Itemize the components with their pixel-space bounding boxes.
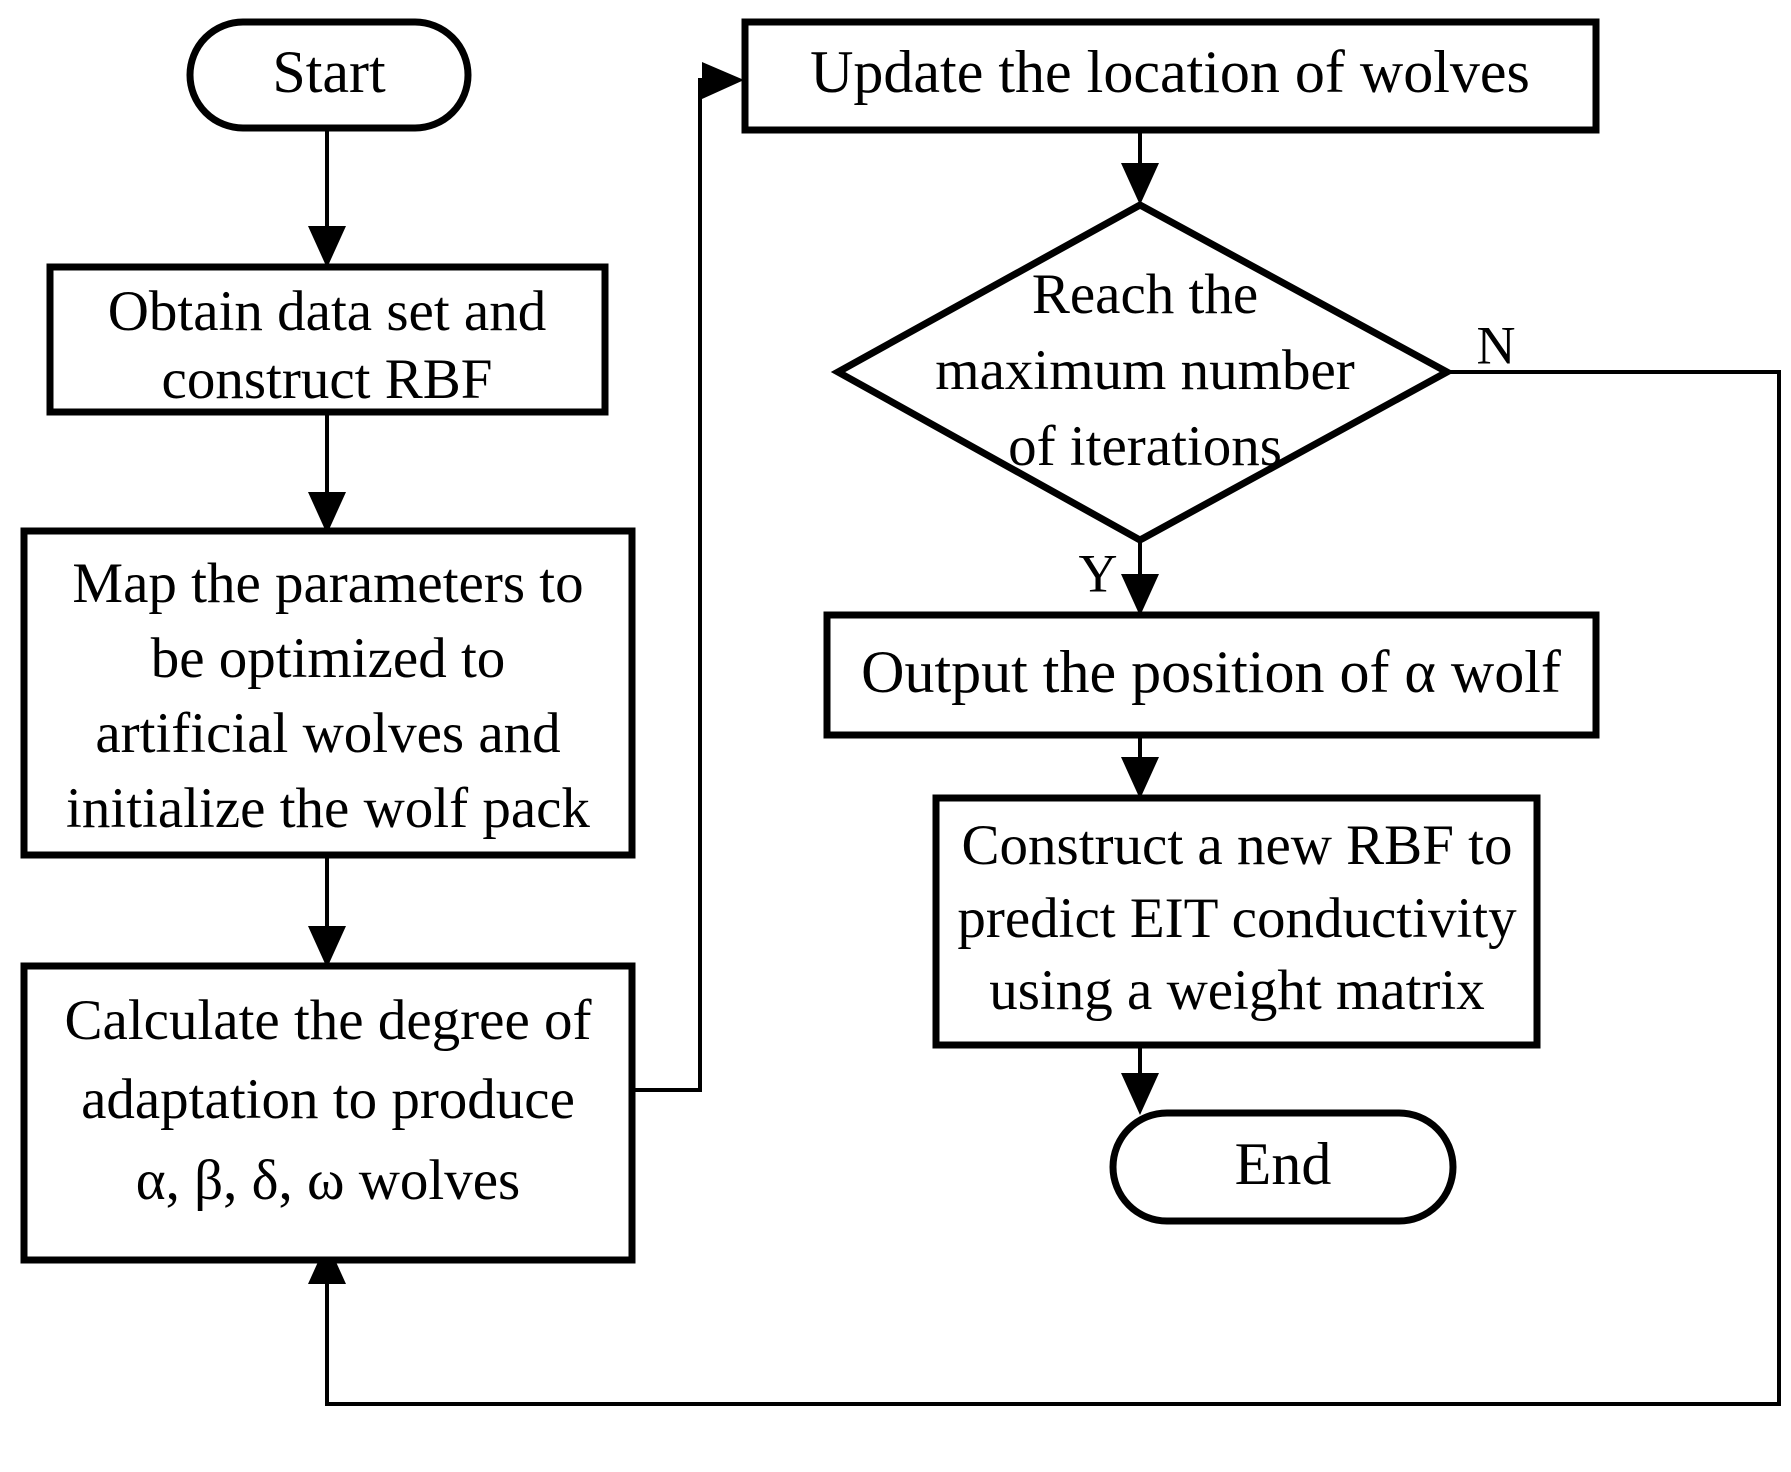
reach-max-iterations-line-3: of iterations [1008, 415, 1282, 478]
construct-new-rbf-line-3: using a weight matrix [989, 959, 1485, 1022]
node-update-location[interactable]: Update the location of wolves [741, 18, 1600, 134]
edge-obtain-to-map [308, 412, 346, 534]
node-reach-max-iterations[interactable]: Reach the maximum number of iterations [830, 201, 1455, 544]
branch-label-yes: Y [1079, 543, 1118, 603]
obtain-dataset-line-1: Obtain data set and [108, 280, 546, 343]
output-alpha-shape [823, 611, 1600, 739]
construct-new-rbf-line-1: Construct a new RBF to [962, 814, 1513, 877]
construct-new-rbf-shape [932, 794, 1541, 1049]
end-shape [1109, 1109, 1457, 1225]
reach-max-iterations-line-1: Reach the [1032, 263, 1258, 326]
edge-update-to-decision [1121, 130, 1159, 205]
edge-map-to-calculate [308, 855, 346, 968]
end-label: End [1235, 1131, 1332, 1197]
node-obtain-dataset[interactable]: Obtain data set and construct RBF [46, 263, 609, 416]
reach-max-iterations-line-2: maximum number [935, 339, 1355, 402]
map-parameters-line-1: Map the parameters to [72, 552, 583, 615]
map-parameters-line-2: be optimized to [151, 627, 506, 690]
node-output-alpha[interactable]: Output the position of α wolf [823, 611, 1600, 739]
edge-construct-to-end [1121, 1045, 1159, 1115]
construct-new-rbf-line-2: predict EIT conductivity [957, 887, 1517, 950]
map-parameters-line-4: initialize the wolf pack [66, 777, 590, 840]
node-end[interactable]: End [1109, 1109, 1457, 1225]
edge-decision-yes-to-output [1121, 540, 1159, 616]
calculate-adaptation-shape [20, 962, 636, 1264]
calculate-adaptation-line-1: Calculate the degree of [65, 989, 592, 1052]
node-start[interactable]: Start [186, 18, 472, 132]
calculate-adaptation-line-2: adaptation to produce [81, 1068, 575, 1131]
node-construct-new-rbf[interactable]: Construct a new RBF to predict EIT condu… [932, 794, 1541, 1049]
update-location-shape [741, 18, 1600, 134]
update-location-label: Update the location of wolves [810, 39, 1530, 105]
map-parameters-line-3: artificial wolves and [95, 702, 560, 765]
start-label: Start [272, 39, 386, 105]
edge-calculate-to-update [632, 62, 744, 1092]
calculate-adaptation-line-3: α, β, δ, ω wolves [136, 1149, 520, 1212]
node-map-parameters[interactable]: Map the parameters to be optimized to ar… [20, 527, 636, 859]
branch-label-no: N [1477, 315, 1516, 375]
edge-start-to-obtain [308, 127, 346, 268]
start-shape [186, 18, 472, 132]
output-alpha-label: Output the position of α wolf [861, 639, 1561, 705]
node-calculate-adaptation[interactable]: Calculate the degree of adaptation to pr… [20, 962, 636, 1264]
edge-output-to-construct [1121, 735, 1159, 799]
map-parameters-shape [20, 527, 636, 859]
reach-max-iterations-shape [830, 201, 1455, 544]
obtain-dataset-shape [46, 263, 609, 416]
obtain-dataset-line-2: construct RBF [162, 348, 493, 411]
